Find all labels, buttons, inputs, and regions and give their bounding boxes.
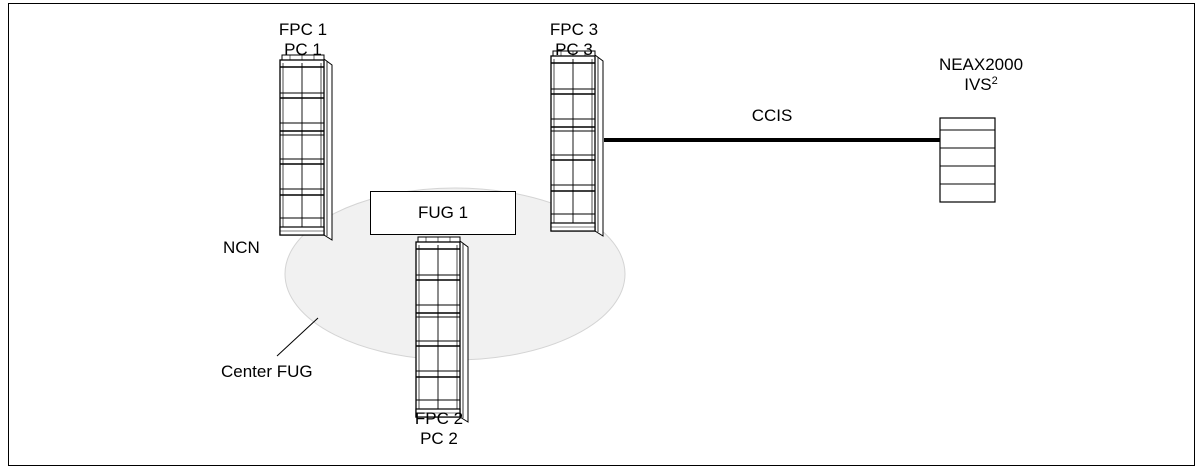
fpc1-label: FPC 1 PC 1 xyxy=(270,20,336,60)
fpc3-label: FPC 3 PC 3 xyxy=(541,20,607,60)
fpc1-cabinet-icon xyxy=(279,54,333,241)
fug1-label: FUG 1 xyxy=(417,203,469,222)
center-fug-label: Center FUG xyxy=(221,362,313,381)
neax-ivs-superscript: 2 xyxy=(991,75,998,87)
neax-ivs: IVS2 xyxy=(926,75,1036,95)
fpc2-pc: PC 2 xyxy=(420,429,458,448)
fpc2-label: FPC 2 PC 2 xyxy=(406,409,472,449)
center-fug-leader xyxy=(276,317,319,357)
ncn-label: NCN xyxy=(223,238,260,257)
fpc3-cabinet-icon xyxy=(550,50,604,237)
fpc3-name: FPC 3 xyxy=(549,20,599,39)
fug1-box: FUG 1 xyxy=(370,191,516,235)
fpc2-name: FPC 2 xyxy=(414,409,464,428)
fpc1-name: FPC 1 xyxy=(278,20,328,39)
fpc2-cabinet-icon xyxy=(415,236,469,423)
fpc1-pc: PC 1 xyxy=(284,40,322,59)
ccis-label: CCIS xyxy=(751,106,793,125)
fpc3-pc: PC 3 xyxy=(555,40,593,59)
neax-label: NEAX2000 IVS2 xyxy=(926,55,1036,95)
diagram-frame xyxy=(8,3,1195,466)
neax2000-box-icon xyxy=(939,117,996,203)
neax-ivs-text: IVS xyxy=(964,75,992,94)
neax-name: NEAX2000 xyxy=(938,55,1024,74)
